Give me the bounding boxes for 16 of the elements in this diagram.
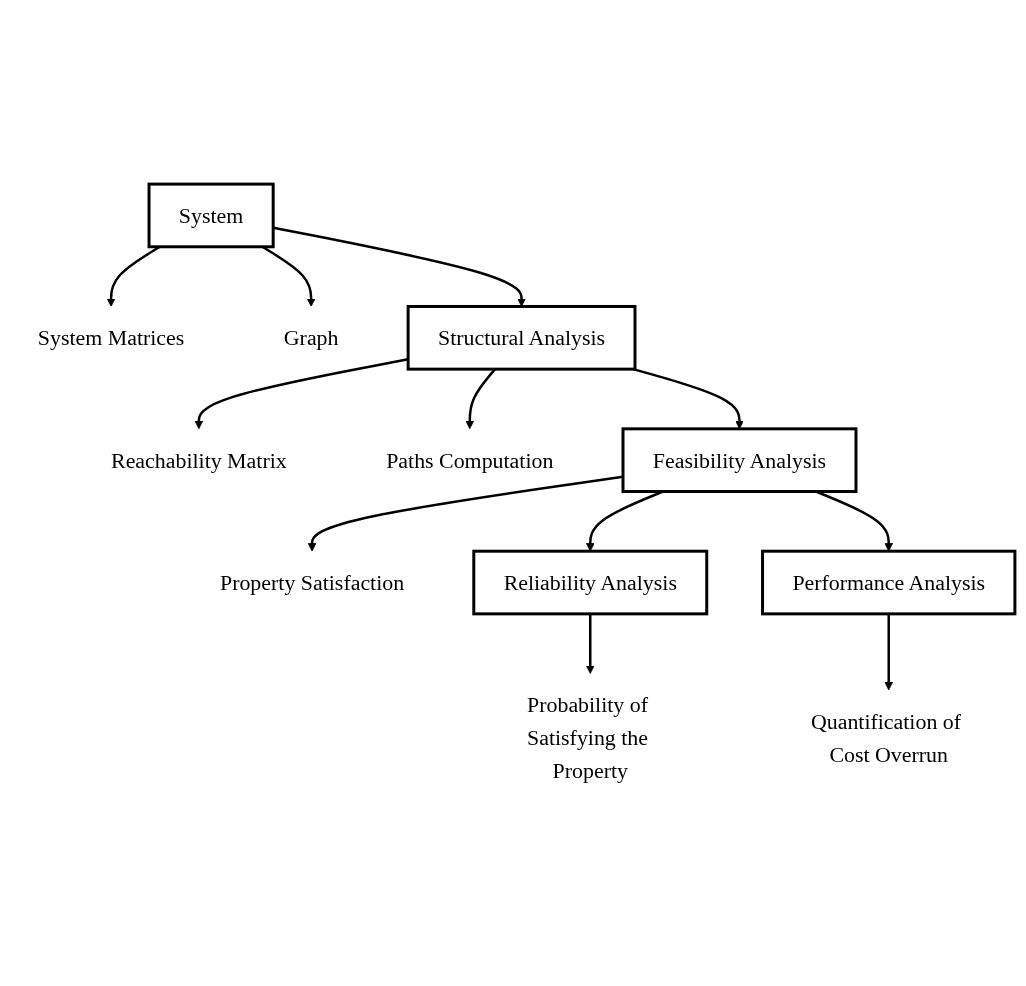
node-box: System bbox=[147, 182, 275, 249]
node-text: Property Satisfaction bbox=[219, 570, 405, 595]
node-box: Structural Analysis bbox=[406, 305, 637, 371]
arrow bbox=[884, 613, 894, 691]
node-text: Graph bbox=[283, 325, 339, 351]
node-text: Quantification of Cost Overrun bbox=[810, 708, 962, 767]
node-text: Probability of Satisfying the Property bbox=[527, 692, 649, 783]
arrow bbox=[585, 613, 595, 674]
node-text: Paths Computation bbox=[386, 447, 554, 473]
arrow bbox=[307, 475, 624, 552]
node-box: Performance Analysis bbox=[761, 549, 1017, 616]
node-box: Reliability Analysis bbox=[472, 549, 709, 616]
node-box: Feasibility Analysis bbox=[621, 427, 858, 493]
arrow bbox=[194, 358, 409, 430]
node-text: Reachability Matrix bbox=[111, 447, 287, 473]
node-text: System Matrices bbox=[37, 325, 185, 351]
